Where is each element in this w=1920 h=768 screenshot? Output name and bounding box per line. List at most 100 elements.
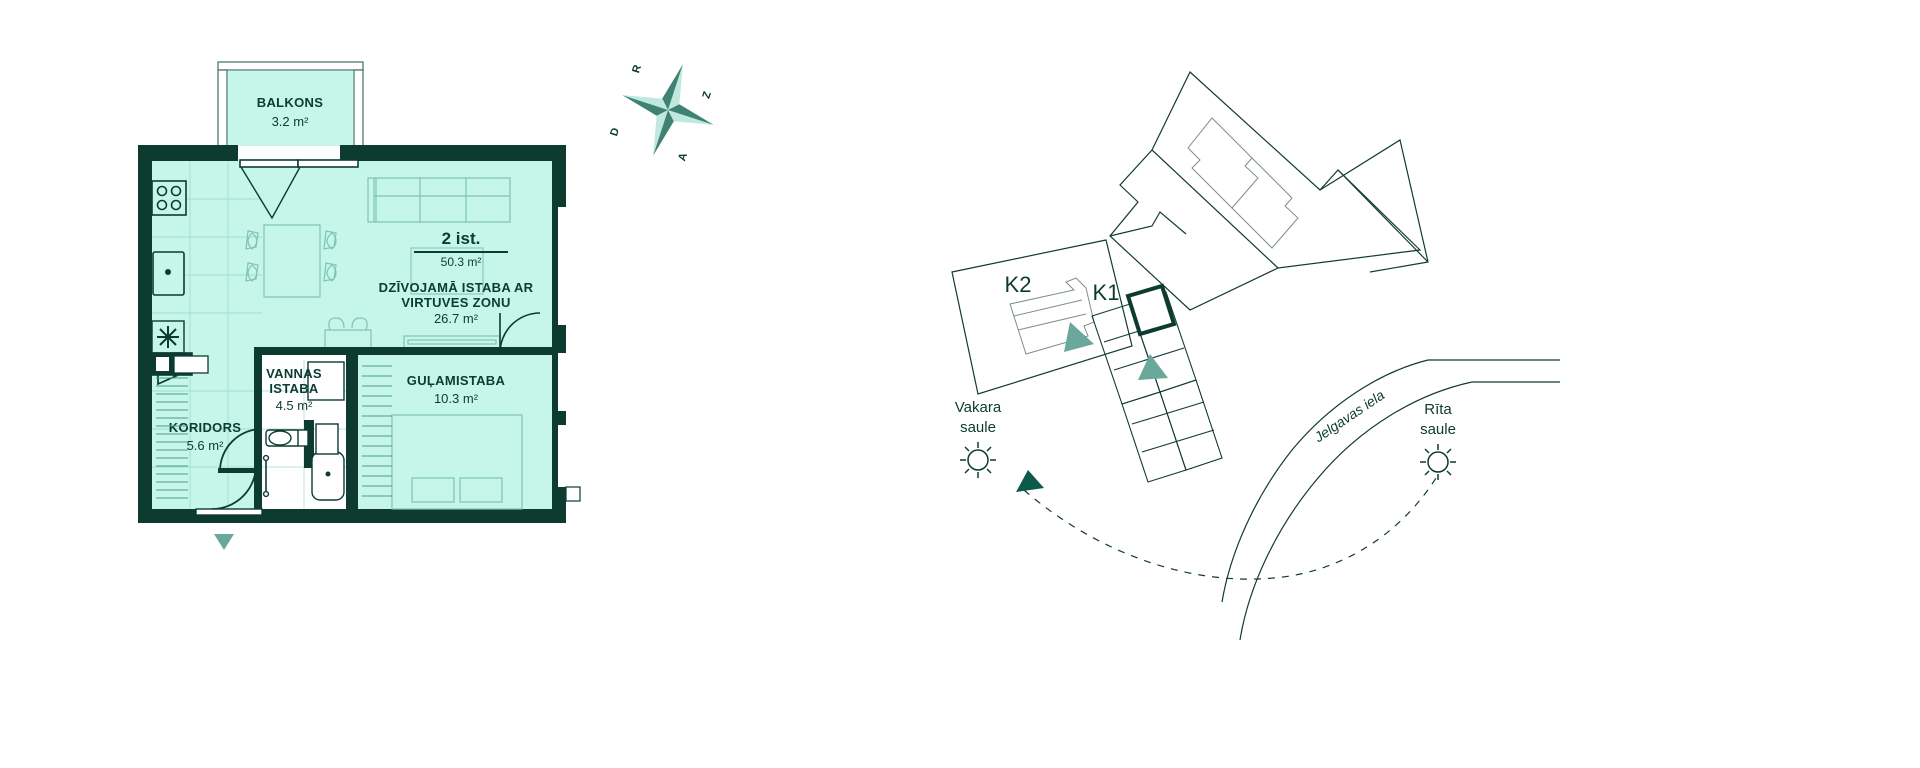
site-plan: K2 K1 Jelgavas iela <box>951 71 1560 641</box>
door-leaf-balcony-b <box>297 159 359 168</box>
apartment-floor-plan: BALKONS 3.2 m² <box>138 61 714 550</box>
wall-right-a <box>552 145 566 207</box>
room-area-corridor: 5.6 m² <box>187 438 225 453</box>
asterisk-icon <box>157 326 179 348</box>
compass-rose <box>622 64 714 156</box>
site-label-k1: K1 <box>1093 280 1120 305</box>
wall-right-b <box>552 325 566 353</box>
door-leaf-bathroom <box>218 468 262 473</box>
door-swing-entry <box>211 464 257 510</box>
balcony-rail-top <box>217 61 364 71</box>
street-jelgavas-iela <box>1221 359 1560 641</box>
apartment-type-badge: 2 ist. <box>442 229 481 248</box>
corridor-group: KORIDORS 5.6 m² <box>156 377 263 516</box>
compass-label-north: Z <box>700 90 714 100</box>
compass-point-e-dark <box>668 104 714 125</box>
balcony-group: BALKONS 3.2 m² <box>217 61 364 149</box>
sofa-body <box>373 177 511 223</box>
site-building-k2-units <box>1009 277 1095 355</box>
compass-point-n-dark <box>662 64 683 110</box>
room-label-bathroom-line2: ISTABA <box>269 381 319 396</box>
sun-icon-evening <box>960 442 996 478</box>
compass-point-w-dark <box>622 95 668 116</box>
site-boundary-east <box>1109 139 1429 273</box>
sun-label-evening-line1: Vakara <box>955 399 1002 416</box>
room-label-living-line2: VIRTUVES ZONU <box>401 295 510 310</box>
dining-table <box>263 224 321 298</box>
bathroom-fixtures <box>262 361 345 501</box>
door-leaf-balcony-a <box>239 159 299 168</box>
apartment-total-area: 50.3 m² <box>441 255 482 269</box>
sofa-arm-left <box>367 177 377 223</box>
floor-living <box>152 161 552 353</box>
wall-right-win3 <box>552 425 558 487</box>
wall-right-win2 <box>552 353 558 411</box>
floor-bedroom <box>358 353 552 509</box>
sun-label-evening-line2: saule <box>960 419 996 436</box>
balcony-rail-right <box>353 69 364 149</box>
compass-point-e-light <box>668 110 714 125</box>
entry-door-opening <box>195 508 263 516</box>
sun-label-morning-line1: Rīta <box>1424 401 1452 418</box>
door-swing-balcony <box>240 166 301 220</box>
sun-path-dashed <box>1023 477 1437 580</box>
interior-walls <box>218 347 552 509</box>
sun-marker-evening: Vakara saule <box>955 399 1002 478</box>
living-labels: 2 ist. 50.3 m² DZĪVOJAMĀ ISTABA AR VIRTU… <box>379 229 534 326</box>
sun-marker-morning: Rīta saule <box>1420 401 1456 480</box>
compass-point-s-dark <box>653 110 674 156</box>
site-building-north <box>1109 71 1422 311</box>
bath-inner-wall <box>304 420 314 468</box>
site-orientation-arrow-left <box>1064 322 1094 352</box>
wall-right-c <box>552 411 566 425</box>
compass-label-west: R <box>630 63 644 74</box>
room-label-bedroom: GUĻAMISTABA <box>407 373 506 388</box>
balcony-rail-left <box>217 69 228 149</box>
room-label-corridor: KORIDORS <box>169 420 241 435</box>
wall-right-win1 <box>552 207 558 325</box>
room-area-bathroom: 4.5 m² <box>276 398 314 413</box>
balcony-floor <box>226 69 355 149</box>
bathroom-labels: VANNAS ISTABA 4.5 m² <box>266 366 322 413</box>
compass-label-east: A <box>676 151 690 162</box>
bath-cabinet <box>307 361 345 401</box>
wardrobe-hatch <box>156 377 188 499</box>
room-label-balcony: BALKONS <box>257 95 323 110</box>
site-label-k2: K2 <box>1005 272 1032 297</box>
room-area-living: 26.7 m² <box>434 311 479 326</box>
door-opening-balcony <box>238 146 340 160</box>
pillow-left <box>411 477 455 503</box>
partition-bath-bedroom <box>346 355 358 509</box>
sun-path-arrow <box>1016 470 1044 492</box>
room-label-bathroom-line1: VANNAS <box>266 366 322 381</box>
badge-box <box>410 247 484 295</box>
dining-set <box>245 224 337 298</box>
bedroom-group: GUĻAMISTABA 10.3 m² <box>391 312 541 510</box>
shower-icon <box>311 451 345 501</box>
living-extras <box>324 317 501 353</box>
pillow-right <box>459 477 503 503</box>
kitchen-fixtures <box>151 180 209 386</box>
entrance-direction-arrow <box>214 534 234 550</box>
room-label-living-line1: DZĪVOJAMĀ ISTABA AR <box>379 280 534 295</box>
wall-left <box>138 145 152 523</box>
room-area-bedroom: 10.3 m² <box>434 391 479 406</box>
site-building-k2 <box>951 239 1133 395</box>
street-name-label: Jelgavas iela <box>1310 386 1387 445</box>
sun-label-morning-line2: saule <box>1420 421 1456 438</box>
site-building-north-inner <box>1187 117 1299 249</box>
toilet-icon <box>265 429 309 447</box>
partition-corridor-bath <box>254 347 262 509</box>
sun-icon-morning <box>1420 444 1456 480</box>
wall-top-right <box>340 145 566 161</box>
partition-horizontal <box>254 347 552 355</box>
balcony-door <box>238 146 359 220</box>
door-swing-bathroom <box>219 428 263 472</box>
sofa <box>367 177 511 223</box>
site-orientation-arrow-right <box>1138 354 1168 380</box>
bed <box>391 414 523 510</box>
exterior-niche <box>565 486 581 502</box>
site-highlighted-unit[interactable] <box>1125 283 1177 337</box>
cooktop-icon <box>151 180 187 216</box>
